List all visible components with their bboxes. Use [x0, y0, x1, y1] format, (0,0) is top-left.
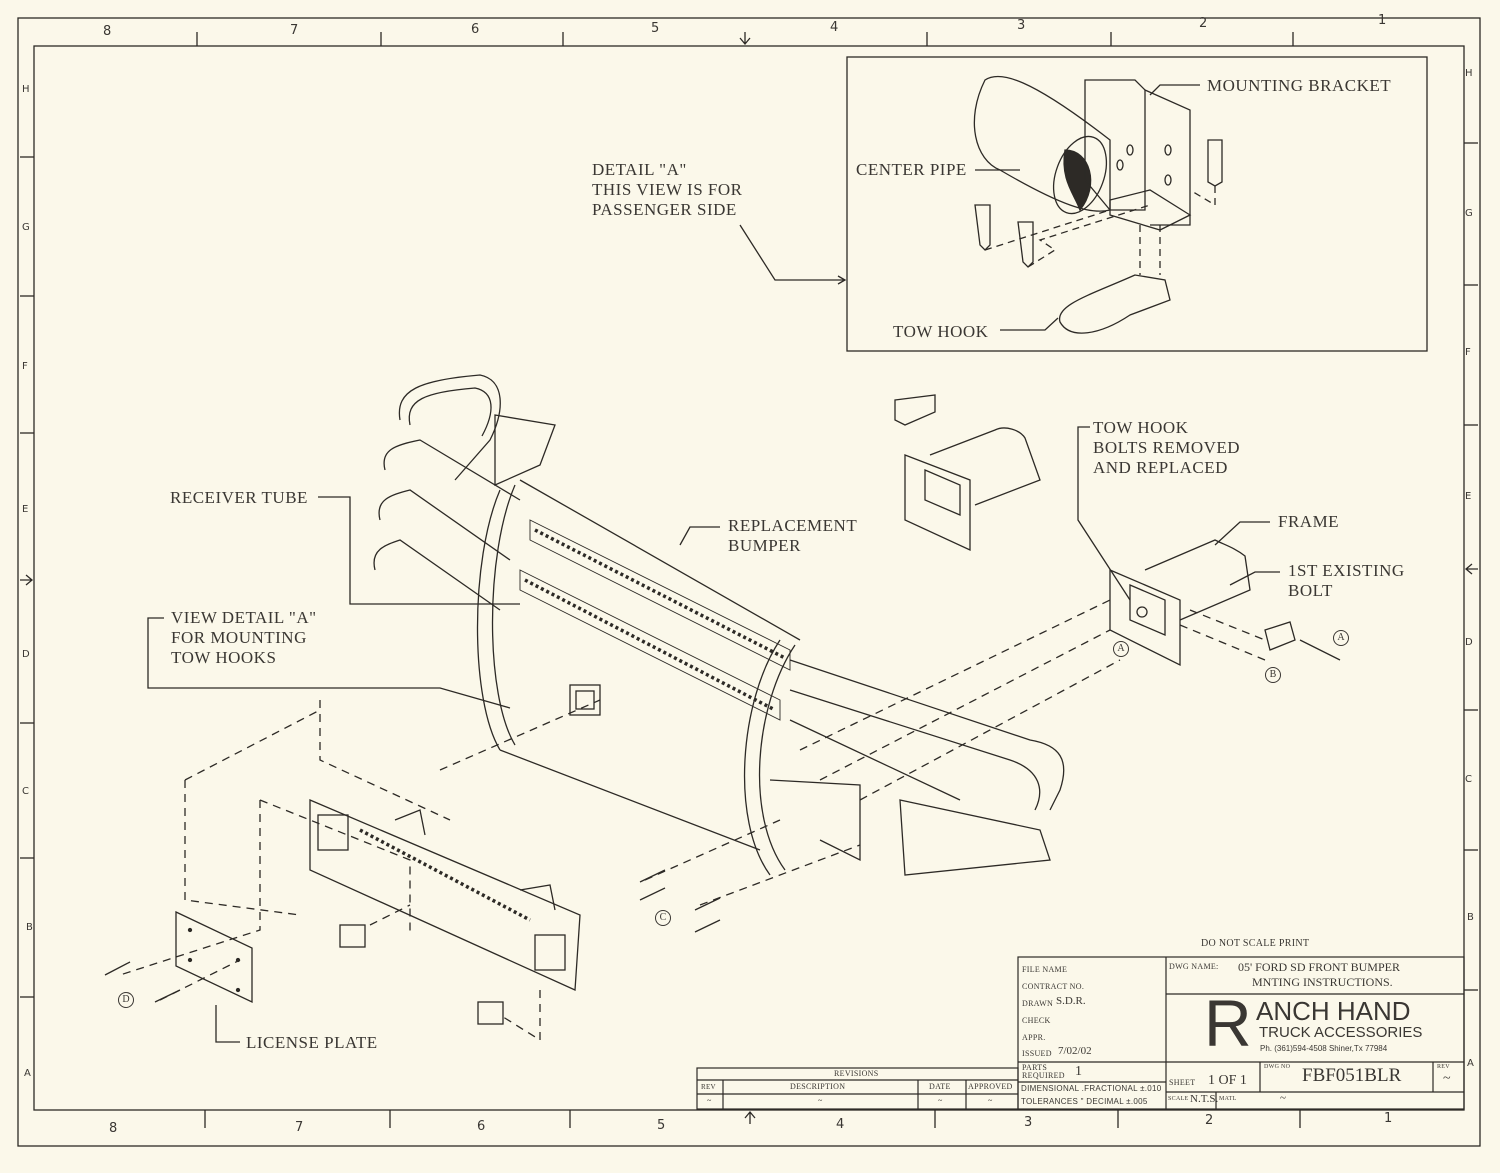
- label-replacement-bumper: REPLACEMENT BUMPER: [728, 516, 858, 555]
- check-label: CHECK: [1022, 1016, 1051, 1025]
- label-frame: FRAME: [1278, 512, 1340, 531]
- zone-col-1-bottom: 1: [1384, 1111, 1393, 1126]
- drawn-label: DRAWN: [1022, 999, 1054, 1008]
- revisions-cell-description: ~: [818, 1096, 823, 1105]
- dwg-no-value: FBF051BLR: [1302, 1065, 1402, 1086]
- zone-col-6-bottom: 6: [477, 1119, 486, 1134]
- zone-col-1-top: 1: [1378, 13, 1387, 28]
- rev-value: ~: [1443, 1071, 1451, 1086]
- zone-row-c-right: C: [1465, 774, 1472, 785]
- rev-label: REV: [1437, 1064, 1450, 1070]
- revisions-cell-date: ~: [938, 1096, 943, 1105]
- callout-d: D: [118, 992, 134, 1008]
- dwg-name-label: DWG NAME:: [1169, 962, 1219, 971]
- revisions-header-description: DESCRIPTION: [790, 1082, 846, 1091]
- label-1st-existing-bolt: 1ST EXISTING BOLT: [1288, 561, 1405, 600]
- revisions-cell-approved: ~: [988, 1096, 993, 1105]
- zone-row-a-left: A: [24, 1068, 31, 1079]
- company-name: ANCH HAND: [1256, 996, 1411, 1026]
- parts-required-value: 1: [1075, 1064, 1082, 1079]
- zone-col-4-top: 4: [830, 20, 839, 35]
- outer-border: [17, 17, 1481, 1147]
- zone-row-a-right: A: [1467, 1058, 1474, 1069]
- file-name-label: FILE NAME: [1022, 965, 1068, 974]
- dimensional-tolerance-decimal: TOLERANCES " DECIMAL ±.005: [1021, 1097, 1148, 1106]
- inner-border: [33, 45, 1465, 1111]
- matl-value: ~: [1280, 1092, 1286, 1104]
- appr-label: APPR.: [1022, 1033, 1046, 1042]
- revisions-title: REVISIONS: [834, 1069, 879, 1078]
- drawn-value: S.D.R.: [1056, 995, 1086, 1007]
- label-tow-hook-bolts: TOW HOOK BOLTS REMOVED AND REPLACED: [1093, 418, 1241, 477]
- label-view-detail-a: VIEW DETAIL "A" FOR MOUNTING TOW HOOKS: [171, 608, 317, 667]
- zone-col-3-bottom: 3: [1024, 1115, 1033, 1130]
- issued-value: 7/02/02: [1058, 1045, 1092, 1057]
- zone-row-h-right: H: [1465, 68, 1473, 79]
- zone-col-6-top: 6: [471, 22, 480, 37]
- zone-row-d-left: D: [22, 649, 30, 660]
- callout-b: B: [1265, 667, 1281, 683]
- label-receiver-tube: RECEIVER TUBE: [170, 488, 308, 507]
- revisions-header-date: DATE: [929, 1082, 951, 1091]
- callout-c: C: [655, 910, 671, 926]
- zone-row-e-right: E: [1465, 491, 1472, 502]
- scale-label: SCALE: [1168, 1096, 1189, 1102]
- zone-row-e-left: E: [22, 504, 29, 515]
- scale-value: N.T.S.: [1190, 1093, 1219, 1105]
- zone-row-b-right: B: [1467, 912, 1474, 923]
- callout-a-bolt: A: [1333, 630, 1349, 646]
- sheet-label: SHEET: [1169, 1078, 1196, 1087]
- zone-row-f-right: F: [1465, 347, 1471, 358]
- zone-row-h-left: H: [22, 84, 30, 95]
- company-subtitle: TRUCK ACCESSORIES: [1259, 1024, 1423, 1041]
- matl-label: MATL: [1219, 1096, 1237, 1102]
- label-tow-hook: TOW HOOK: [893, 322, 989, 341]
- label-center-pipe: CENTER PIPE: [856, 160, 967, 179]
- zone-col-7-top: 7: [290, 23, 299, 38]
- dwg-name-line1: 05' FORD SD FRONT BUMPER: [1238, 960, 1400, 974]
- zone-row-c-left: C: [22, 786, 29, 797]
- zone-col-7-bottom: 7: [295, 1120, 304, 1135]
- zone-col-8-bottom: 8: [109, 1121, 118, 1136]
- label-mounting-bracket: MOUNTING BRACKET: [1207, 76, 1392, 95]
- zone-col-3-top: 3: [1017, 18, 1026, 33]
- zone-col-8-top: 8: [103, 24, 112, 39]
- revisions-header-approved: APPROVED: [968, 1082, 1013, 1091]
- zone-col-2-top: 2: [1199, 16, 1208, 31]
- revisions-header-rev: REV: [701, 1083, 716, 1091]
- zone-col-5-bottom: 5: [657, 1118, 666, 1133]
- company-contact: Ph. (361)594-4508 Shiner,Tx 77984: [1260, 1044, 1388, 1053]
- do-not-scale-note: DO NOT SCALE PRINT: [1201, 938, 1310, 949]
- detail-a-note: DETAIL "A" THIS VIEW IS FOR PASSENGER SI…: [592, 160, 743, 219]
- contract-label: CONTRACT NO.: [1022, 982, 1085, 991]
- zone-row-f-left: F: [22, 361, 28, 372]
- dwg-name-line2: MNTING INSTRUCTIONS.: [1252, 975, 1393, 989]
- dwg-no-label: DWG NO: [1264, 1064, 1291, 1070]
- issued-label: ISSUED: [1022, 1049, 1052, 1058]
- detail-a-frame: [846, 56, 1428, 352]
- license-plate-drawing: [175, 910, 253, 1004]
- zone-col-4-bottom: 4: [836, 1117, 845, 1132]
- zone-row-d-right: D: [1465, 637, 1473, 648]
- parts-required-label: PARTS REQUIRED: [1022, 1063, 1065, 1080]
- zone-col-5-top: 5: [651, 21, 660, 36]
- replacement-bumper-drawing: [373, 374, 1065, 876]
- zone-row-b-left: B: [26, 922, 33, 933]
- zone-row-g-right: G: [1465, 208, 1473, 219]
- revisions-cell-rev: ~: [707, 1096, 712, 1105]
- sheet-value: 1 OF 1: [1208, 1073, 1247, 1088]
- zone-row-g-left: G: [22, 222, 30, 233]
- dimensional-tolerance-fractional: DIMENSIONAL .FRACTIONAL ±.010: [1021, 1084, 1162, 1093]
- label-license-plate: LICENSE PLATE: [246, 1033, 378, 1052]
- callout-a-frame: A: [1113, 641, 1129, 657]
- company-logo-initial: R: [1204, 986, 1252, 1060]
- zone-col-2-bottom: 2: [1205, 1113, 1214, 1128]
